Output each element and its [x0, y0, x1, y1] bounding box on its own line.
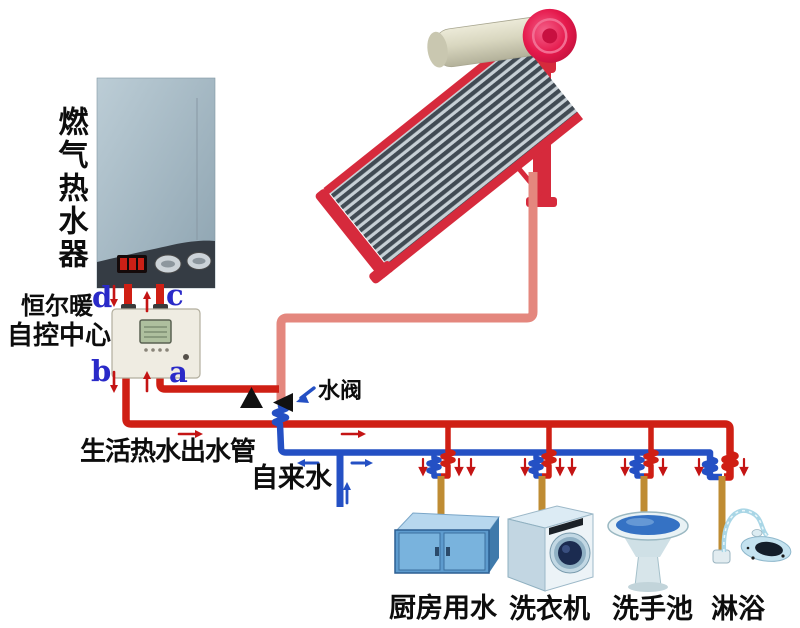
hot-flow-arrow-1	[177, 430, 203, 438]
port-label-c: c	[166, 278, 184, 312]
port-label-d: d	[92, 280, 113, 314]
branch-arrows	[418, 457, 749, 477]
tap-water-arrow-up	[343, 482, 351, 505]
water-valve-symbol	[240, 387, 293, 412]
water-valve-label: 水阀	[318, 379, 363, 404]
port-label-a: a	[169, 355, 188, 389]
hot-flow-arrow-2	[340, 430, 366, 438]
wash-basin	[607, 511, 689, 592]
washer-control-strip	[549, 518, 583, 535]
port-a-pipe	[156, 370, 279, 393]
solar-collector	[315, 34, 584, 284]
collector-rail-top	[323, 34, 521, 195]
hot-water-main-pipe	[122, 370, 739, 481]
flow-arrows	[110, 284, 749, 505]
solar-tank	[427, 8, 577, 68]
kitchen-label: 厨房用水	[389, 593, 497, 624]
solar-water-heater	[315, 8, 584, 284]
kitchen-cabinet	[394, 512, 500, 574]
shower-label: 淋浴	[711, 594, 765, 625]
gas-water-heater	[96, 77, 216, 289]
port-label-b: b	[91, 354, 112, 388]
cold-flow-arrow-right	[350, 459, 373, 467]
collector-rail-bottom	[385, 112, 584, 273]
washer-label: 洗衣机	[509, 594, 590, 625]
valve-triangle-up	[240, 387, 263, 408]
valve-triangle-left	[273, 393, 293, 412]
port-a-arrow-up	[143, 371, 151, 393]
gas-heater-label: 燃气热水器	[52, 106, 88, 271]
port-b-arrow-down	[110, 370, 118, 393]
shower	[712, 508, 792, 564]
cold-flow-arrow-left	[297, 459, 320, 467]
tap-water-label: 自来水	[251, 463, 332, 494]
branch-kitchen-pipes	[426, 423, 456, 479]
solar-supply-pipe	[276, 172, 538, 401]
hot-water-outlet-label: 生活热水出水管	[80, 437, 256, 467]
controller-box	[111, 304, 201, 379]
controller-brand-label: 恒尔暖	[21, 292, 93, 320]
collector-end-cap	[315, 189, 390, 279]
port-d-arrow-down	[110, 284, 118, 307]
basin-label: 洗手池	[612, 594, 693, 625]
collector-foot	[369, 261, 394, 284]
port-c-arrow-up	[143, 291, 151, 313]
washing-machine	[507, 505, 594, 592]
controller-name-label: 自控中心	[7, 321, 112, 351]
valve-inflow-arrow	[296, 386, 316, 403]
branch-basin-pipes	[629, 423, 659, 479]
branch-washer-pipes	[528, 423, 557, 479]
cold-water-main-pipe	[271, 400, 722, 481]
